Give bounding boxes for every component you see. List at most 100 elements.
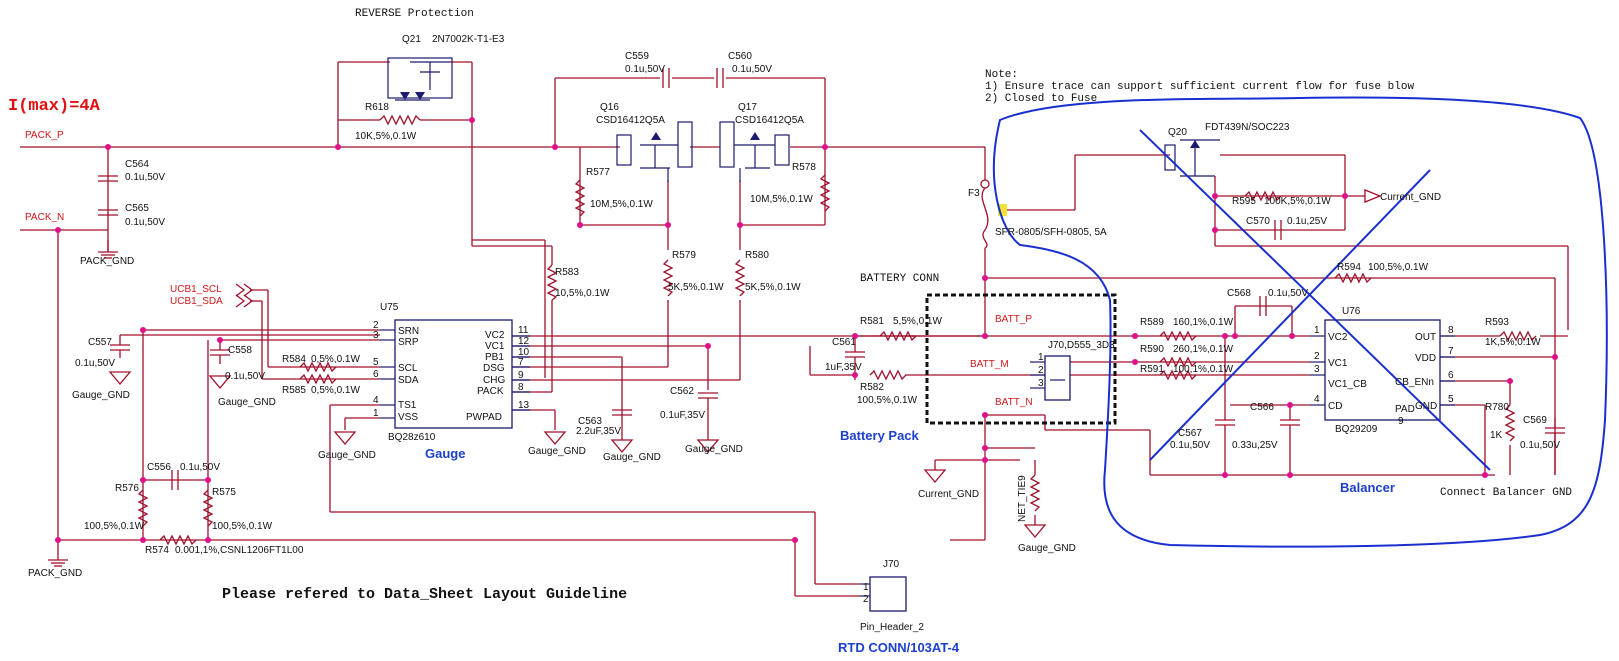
u75-pin-sda: SDA — [398, 375, 419, 386]
r589-value: 160,1%,0.1W — [1173, 317, 1234, 328]
r780-value: 1K — [1490, 430, 1503, 441]
c557-value: 0.1u,50V — [75, 358, 115, 369]
junction-dots — [55, 117, 1558, 543]
note-title: Note: — [985, 69, 1018, 81]
current-gnd-label: Current_GND — [918, 489, 979, 500]
r593-symbol — [1499, 330, 1537, 342]
pack-gnd-label-bottom: PACK_GND — [28, 568, 82, 579]
net-tie-symbol — [1029, 474, 1041, 512]
ucb1-sda-label: UCB1_SDA — [170, 296, 223, 307]
q20-ref: Q20 — [1168, 127, 1187, 138]
u75-pin-vc1-num: 12 — [518, 336, 530, 347]
batt-pin2: 2 — [1038, 365, 1044, 376]
r583-value: 10,5%,0.1W — [555, 288, 610, 299]
c566-symbol — [1280, 419, 1300, 440]
r584-symbol — [299, 361, 337, 373]
u75-pin-pack: PACK — [477, 386, 504, 397]
r579-value: 5K,5%,0.1W — [668, 282, 724, 293]
j70-ref: J70 — [883, 559, 900, 570]
r582-symbol — [869, 369, 907, 381]
u75-pin-srp: SRP — [398, 337, 419, 348]
c569-value: 0.1u,50V — [1520, 440, 1560, 451]
pack-wiring — [20, 61, 860, 597]
r591-ref: R591 — [1140, 364, 1164, 375]
c570-symbol — [1274, 220, 1282, 240]
c560-ref: C560 — [728, 51, 752, 62]
q16-ref: Q16 — [600, 102, 619, 113]
r585-ref: R585 — [282, 385, 306, 396]
c562-ref: C562 — [670, 386, 694, 397]
u75-pin-pb1: PB1 — [485, 352, 504, 363]
q21-part: 2N7002K-T1-E3 — [432, 34, 505, 45]
current-gnd-label-2: Current_GND — [1380, 192, 1441, 203]
battery-pack-outline — [925, 293, 1117, 425]
u75-pin-dsg-num: 7 — [518, 357, 524, 368]
r578-symbol — [819, 174, 831, 212]
u76-pin-cd: CD — [1328, 401, 1342, 412]
r581-value: 5,5%,0.1W — [893, 316, 942, 327]
j70-part: Pin_Header_2 — [860, 622, 924, 633]
r581-ref: R581 — [860, 316, 884, 327]
gauge-gnd-label-3: Gauge_GND — [318, 450, 376, 461]
r579-symbol — [662, 259, 674, 297]
u76-pin-out: OUT — [1415, 332, 1436, 343]
fuse-f3-symbol — [980, 179, 1007, 249]
u75-pin-srn-num: 2 — [373, 320, 379, 331]
c564-ref: C564 — [125, 159, 149, 170]
c557-symbol — [110, 344, 130, 358]
u76-pin-vc1cb: VC1_CB — [1328, 379, 1367, 390]
c562-symbol — [698, 392, 718, 415]
resistor-symbols — [137, 114, 1537, 546]
u75-pin-ts1: TS1 — [398, 400, 417, 411]
u75-pin-pwpad: PWPAD — [466, 412, 502, 423]
ucb1-scl-label: UCB1_SCL — [170, 284, 222, 295]
net-tie-label: NET_TIE9 — [1017, 475, 1028, 522]
u76-pin-vc1: VC1 — [1328, 358, 1348, 369]
gauge-title: Gauge — [425, 446, 465, 461]
r577-symbol — [574, 179, 586, 217]
q20-symbol — [1164, 139, 1220, 177]
u75-pin-vc2-num: 11 — [518, 325, 529, 336]
r579-ref: R579 — [672, 250, 696, 261]
u75-pin-vss-num: 1 — [373, 408, 379, 419]
pack-n-label: PACK_N — [25, 212, 64, 223]
j70-pin2: 2 — [863, 594, 869, 605]
r581-symbol — [879, 330, 917, 342]
u76-pin-vdd-num: 7 — [1448, 346, 1454, 357]
q21-ref: Q21 — [402, 34, 421, 45]
r780-ref: R780 — [1485, 402, 1509, 413]
ic-gauge-u75 — [380, 319, 530, 429]
c569-symbol — [1545, 427, 1565, 445]
u76-pin-cbenn: CB_ENn — [1395, 377, 1434, 388]
rtd-conn-title: RTD CONN/103AT-4 — [838, 640, 960, 655]
u76-pin-vc1cb-num: 3 — [1314, 364, 1320, 375]
battery-pack-title: Battery Pack — [840, 428, 920, 443]
ucb1-ports — [235, 283, 254, 308]
u76-pin-cbenn-num: 6 — [1448, 370, 1454, 381]
c565-value: 0.1u,50V — [125, 217, 165, 228]
r593-ref: R593 — [1485, 317, 1509, 328]
r576-value: 100,5%,0.1W — [84, 521, 145, 532]
u76-pin-vc2: VC2 — [1328, 332, 1348, 343]
r578-ref: R578 — [792, 162, 816, 173]
r590-ref: R590 — [1140, 344, 1164, 355]
u76-pad-num: 9 — [1398, 416, 1404, 427]
r578-value: 10M,5%,0.1W — [750, 194, 813, 205]
q17-symbol — [719, 121, 790, 182]
gauge-gnd-label-5: Gauge_GND — [603, 452, 661, 463]
r589-symbol — [1159, 330, 1197, 342]
u75-pin-pb1-num: 10 — [518, 347, 530, 358]
r595-symbol — [1244, 190, 1282, 202]
gauge-gnd-label-1: Gauge_GND — [72, 390, 130, 401]
q17-ref: Q17 — [738, 102, 757, 113]
r577-value: 10M,5%,0.1W — [590, 199, 653, 210]
reverse-title: REVERSE Protection — [355, 8, 474, 20]
u76-pin-cd-num: 4 — [1314, 394, 1320, 405]
u75-part: BQ28z610 — [388, 432, 436, 443]
u76-ref: U76 — [1342, 306, 1361, 317]
r582-ref: R582 — [860, 382, 884, 393]
c565-symbol — [98, 209, 118, 216]
u75-pin-pack-num: 8 — [518, 382, 524, 393]
r584-ref: R584 — [282, 354, 306, 365]
